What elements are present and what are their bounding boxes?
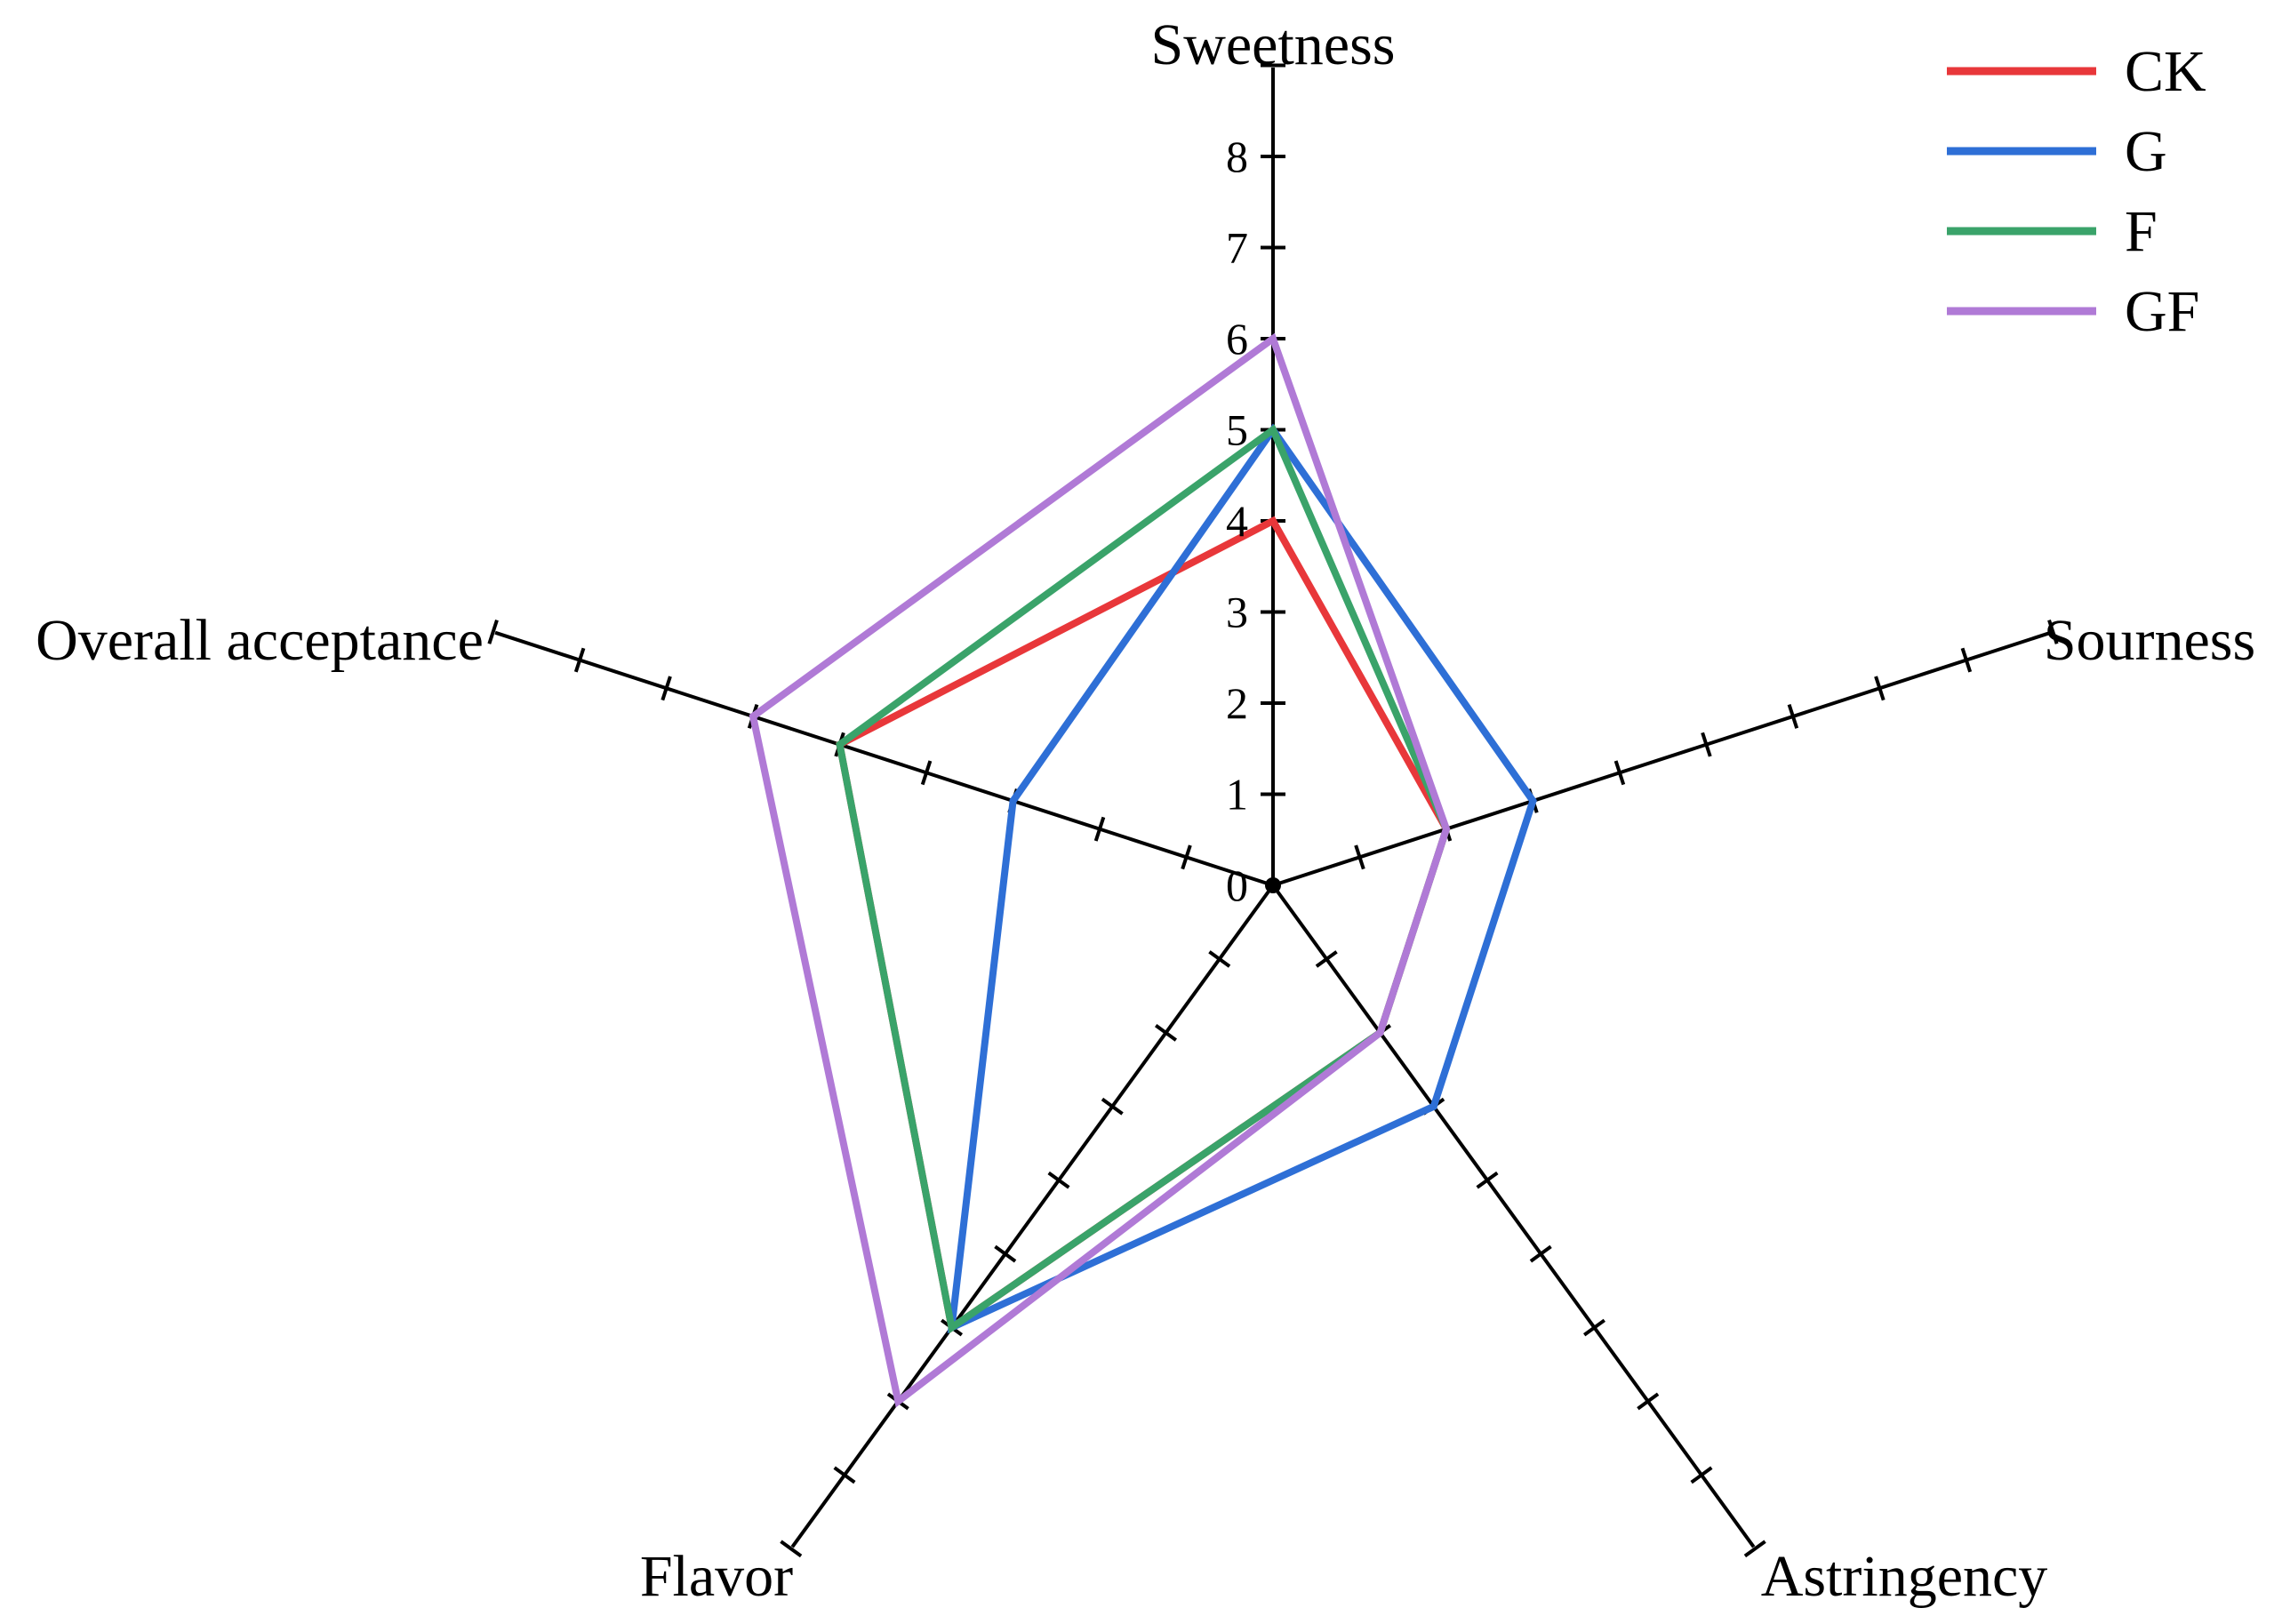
axis-tick [573, 647, 586, 673]
axis-tick [1637, 1392, 1660, 1411]
axis-tick [1315, 950, 1338, 968]
tick-label: 6 [1226, 314, 1248, 364]
legend-label-ck: CK [2125, 39, 2206, 104]
legend-label-gf: GF [2125, 279, 2199, 344]
data-point-f [1269, 426, 1277, 434]
axis-tick [1093, 816, 1106, 842]
tick-label: 1 [1226, 770, 1248, 820]
tick-label: 7 [1226, 223, 1248, 273]
tick-label: 4 [1226, 496, 1248, 546]
data-point-g [1429, 1102, 1437, 1110]
axis-line-sourness [1272, 630, 2052, 887]
legend-label-g: G [2125, 119, 2167, 184]
axis-tick [1701, 732, 1712, 757]
data-point-gf [894, 1397, 902, 1405]
axis-tick [1101, 1097, 1124, 1116]
axis-tick [1690, 1466, 1713, 1484]
legend: CK GF GF [1947, 39, 2206, 344]
data-point-f [948, 1324, 956, 1332]
axis-line-astringency [1271, 884, 1756, 1548]
axis-tick [1476, 1171, 1499, 1189]
tick-label: 8 [1226, 132, 1248, 181]
axes-layer [487, 63, 2059, 1558]
axis-tick [487, 619, 499, 644]
center-point [1265, 877, 1281, 893]
axis-tick [1181, 844, 1192, 870]
axis-tick [1047, 1171, 1070, 1189]
data-point-f [836, 740, 844, 748]
axis-tick [994, 1244, 1017, 1263]
axis-label-astringency: Astringency [1761, 1544, 2048, 1609]
axis-tick [1582, 1318, 1605, 1337]
axis-tick [1208, 950, 1231, 968]
series-line-gf [749, 332, 1451, 1408]
data-point-gf [1269, 335, 1277, 342]
axis-tick [1787, 704, 1799, 729]
tick-label: 2 [1226, 678, 1248, 728]
axis-tick [1743, 1540, 1766, 1558]
series-line-g [947, 423, 1537, 1334]
tick-label: 5 [1226, 405, 1248, 455]
axis-tick [1960, 647, 1973, 673]
data-point-g [1529, 796, 1537, 804]
axis-tick [2047, 619, 2059, 644]
series-line-f [836, 424, 1451, 1334]
data-point-g [1009, 796, 1017, 804]
tick-label: 0 [1226, 860, 1248, 910]
axis-tick [833, 1466, 856, 1484]
axis-line-flavor [790, 884, 1275, 1548]
axis-tick [661, 676, 672, 701]
series-layer [749, 332, 1537, 1408]
axis-label-sourness: Sourness [2044, 608, 2255, 673]
data-point-gf [1442, 825, 1450, 833]
axis-tick [1529, 1244, 1552, 1263]
axis-tick [1613, 760, 1626, 786]
data-point-gf [1376, 1028, 1384, 1036]
axis-tick [780, 1540, 803, 1558]
legend-label-f: F [2125, 199, 2158, 264]
axis-tick [1874, 676, 1886, 701]
axis-label-flavor: Flavor [640, 1544, 793, 1609]
tick-label: 3 [1226, 588, 1248, 637]
axis-label-sweetness: Sweetness [1151, 12, 1396, 77]
data-point-ck [1269, 517, 1277, 524]
axis-label-overall-acceptance: Overall acceptance [36, 608, 484, 673]
data-point-gf [749, 712, 757, 720]
axis-line-overall-acceptance [494, 630, 1274, 887]
axis-tick [920, 760, 933, 786]
axis-tick [1354, 844, 1365, 870]
axis-tick [1155, 1024, 1178, 1042]
